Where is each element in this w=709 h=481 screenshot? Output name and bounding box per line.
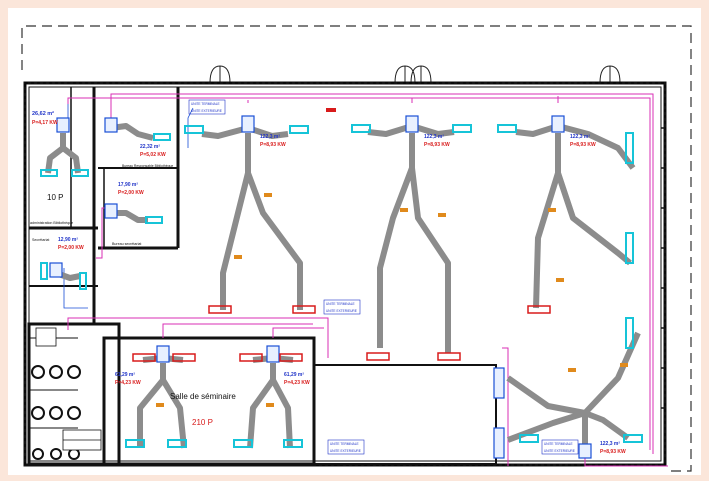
wall-windows <box>661 127 665 409</box>
room-power: P=8,93 KW <box>424 142 450 148</box>
room-power: P=4,17 KW <box>32 120 58 126</box>
room-area: 12,90 m² <box>58 237 78 243</box>
column-markers <box>31 365 81 460</box>
unit-tag: UNITE EXTERIEURE <box>191 109 222 113</box>
room-area: 122,3 m² <box>600 441 620 447</box>
indoor-units <box>49 115 592 459</box>
seminar-room-title: Salle de séminaire <box>170 392 236 401</box>
room-power: P=8,93 KW <box>260 142 286 148</box>
supply-grilles <box>40 124 643 448</box>
refrigerant-piping <box>67 93 668 467</box>
unit-tag-boxes <box>188 99 579 455</box>
unit-tag: UNITE TERMINALE <box>330 442 359 446</box>
control-lines <box>63 104 194 309</box>
room-power: P=5,02 KW <box>140 152 166 158</box>
library-admin-label: administration Bibliothèque <box>30 221 73 225</box>
room-power: P=2,00 KW <box>58 245 84 251</box>
room-area: 61,29 m² <box>284 372 304 378</box>
library-office-label: Bureau Responsable Bibliothèque <box>122 164 173 168</box>
unit-tag: UNITE TERMINALE <box>191 102 220 106</box>
room-power: P=2,00 KW <box>118 190 144 196</box>
room-area: 122,3 m² <box>424 134 444 140</box>
dashed-plot-frame <box>21 25 692 472</box>
unit-tag: UNITE TERMINALE <box>544 442 573 446</box>
room-area: 122,3 m² <box>260 134 280 140</box>
room-power: P=8,93 KW <box>570 142 596 148</box>
room-area: 22,32 m² <box>140 144 160 150</box>
air-ducts <box>45 123 641 449</box>
room-occupancy: 10 P <box>47 193 63 202</box>
floor-plan-sheet: 26,62 m² P=4,17 KW 10 P 22,32 m² P=5,02 … <box>8 8 701 475</box>
room-area: 26,62 m² <box>32 110 54 117</box>
floor-plan-drawing: 26,62 m² P=4,17 KW 10 P 22,32 m² P=5,02 … <box>21 25 692 472</box>
seminar-room-capacity: 210 P <box>192 418 213 427</box>
secretary-office-label: Bureau secrétariat <box>112 242 141 246</box>
room-annotations: 26,62 m² P=4,17 KW 10 P 22,32 m² P=5,02 … <box>30 102 626 455</box>
unit-tag: UNITE TERMINALE <box>326 302 355 306</box>
secretariat-label: Secrétariat <box>32 238 49 242</box>
room-power: P=8,93 KW <box>600 449 626 455</box>
room-power: P=4,23 KW <box>115 380 141 386</box>
unit-tag: UNITE EXTERIEURE <box>544 449 575 453</box>
unit-tag: UNITE EXTERIEURE <box>330 449 361 453</box>
duct-size-tags <box>156 108 628 407</box>
room-area: 17,90 m² <box>118 182 138 188</box>
room-power: P=4,23 KW <box>284 380 310 386</box>
unit-tag: UNITE EXTERIEURE <box>326 309 357 313</box>
room-area: 61,29 m² <box>115 372 135 378</box>
return-grilles <box>132 305 551 362</box>
legend-box <box>35 327 102 451</box>
top-door-swings <box>209 65 621 84</box>
room-area: 122,3 m² <box>570 134 590 140</box>
